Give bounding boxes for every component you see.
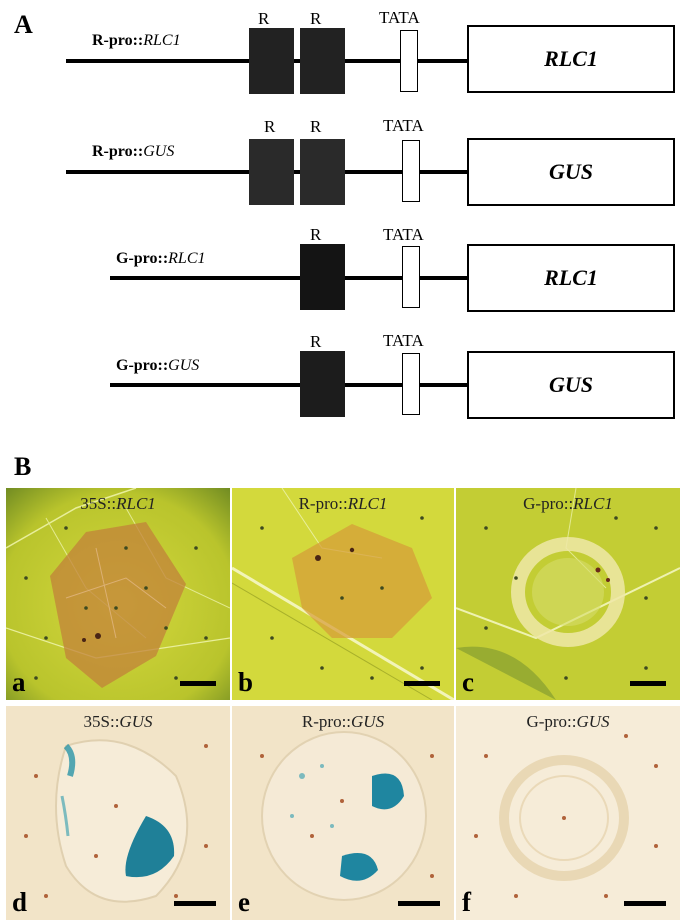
construct-label: R-pro::RLC1	[92, 32, 181, 49]
scale-bar	[180, 681, 216, 686]
photo-d-35s-gus: 35S::GUS d	[6, 706, 230, 920]
photo-b-r-pro-rlc1: R-pro::RLC1 b	[232, 488, 454, 700]
gene-box: RLC1	[467, 25, 675, 93]
tata-box	[402, 246, 420, 308]
photo-title: 35S::GUS	[83, 712, 153, 731]
photo-a-35s-rlc1: 35S::RLC1 a	[6, 488, 230, 700]
tata-box	[402, 140, 420, 202]
construct-label: G-pro::GUS	[116, 357, 200, 374]
r-element-box	[300, 244, 345, 310]
photo-title: G-pro::GUS	[526, 712, 610, 731]
tata-box	[400, 30, 418, 92]
scale-bar	[174, 901, 216, 906]
r-element-label: R	[310, 117, 322, 136]
panel-b-letter: B	[14, 452, 32, 481]
photo-letter: e	[238, 887, 250, 917]
photo-title: R-pro::GUS	[301, 712, 385, 731]
r-element-box	[249, 28, 294, 94]
r-element-box	[300, 139, 345, 205]
photo-title: R-pro::RLC1	[298, 494, 388, 513]
photo-title: G-pro::RLC1	[523, 494, 613, 513]
tata-label: TATA	[383, 225, 424, 244]
construct-label: G-pro::RLC1	[116, 250, 206, 267]
photo-e-r-pro-gus: R-pro::GUS e	[232, 706, 454, 920]
tata-box	[402, 353, 420, 415]
photo-letter: c	[462, 667, 474, 697]
photo-c-g-pro-rlc1: G-pro::RLC1 c	[456, 488, 680, 700]
gene-box: GUS	[467, 138, 675, 206]
r-element-label: R	[310, 332, 322, 351]
r-element-label: R	[310, 9, 322, 28]
r-element-box	[300, 351, 345, 417]
r-element-label: R	[310, 225, 322, 244]
gene-box: RLC1	[467, 244, 675, 312]
panel-a-letter: A	[14, 10, 33, 39]
r-element-box	[300, 28, 345, 94]
tata-label: TATA	[379, 8, 420, 27]
tata-label: TATA	[383, 331, 424, 350]
gene-box: GUS	[467, 351, 675, 419]
r-element-box	[249, 139, 294, 205]
photo-letter: a	[12, 667, 26, 697]
scale-bar	[398, 901, 440, 906]
construct-label: R-pro::GUS	[92, 143, 175, 160]
scale-bar	[404, 681, 440, 686]
scale-bar	[624, 901, 666, 906]
photo-letter: b	[238, 667, 254, 697]
photo-f-g-pro-gus: G-pro::GUS f	[456, 706, 680, 920]
promoter-line	[110, 276, 470, 280]
photo-letter: d	[12, 887, 28, 917]
promoter-line	[110, 383, 470, 387]
r-element-label: R	[258, 9, 270, 28]
r-element-label: R	[264, 117, 276, 136]
tata-label: TATA	[383, 116, 424, 135]
scale-bar	[630, 681, 666, 686]
photo-title: 35S::RLC1	[80, 494, 156, 513]
photo-letter: f	[462, 887, 471, 917]
